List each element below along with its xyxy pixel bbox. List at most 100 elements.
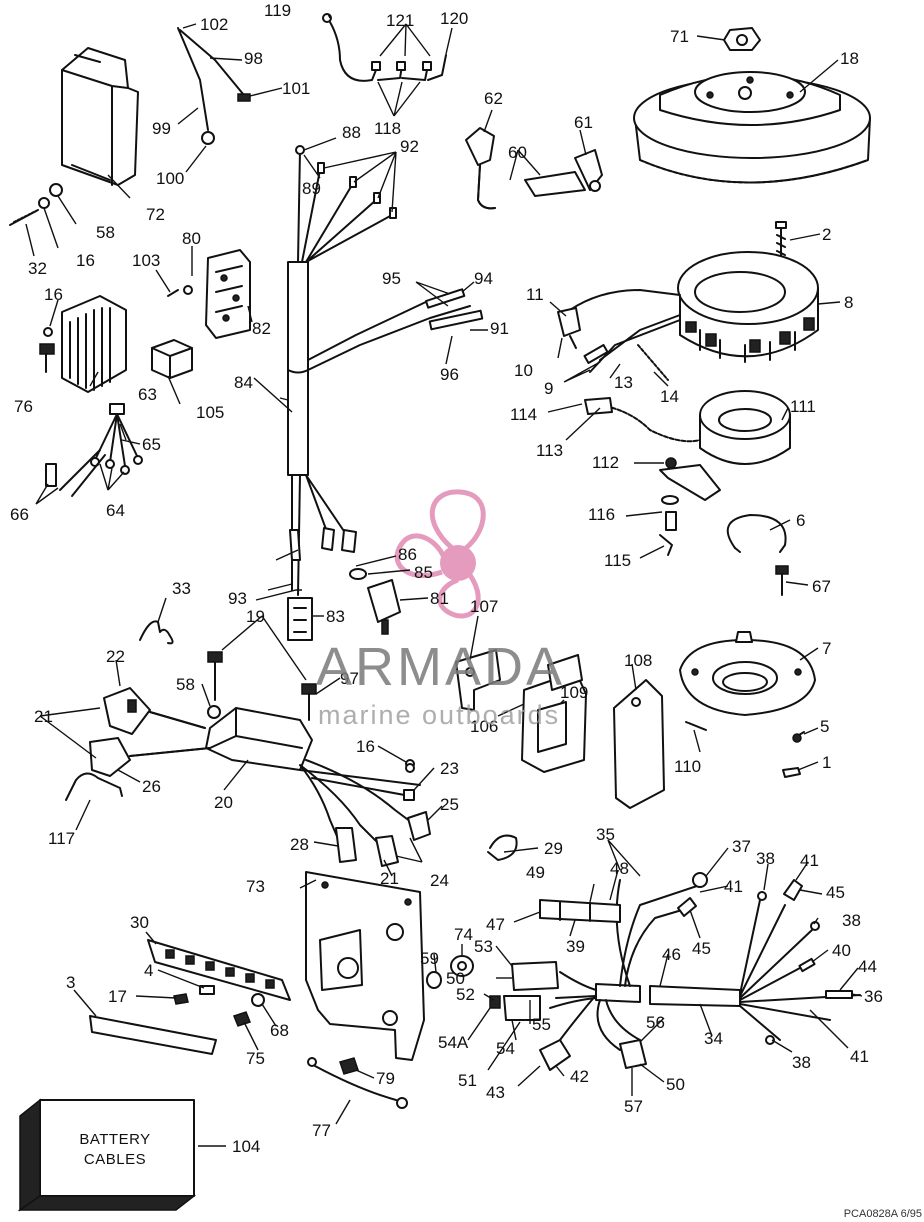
- callout-label: 24: [430, 871, 449, 890]
- callout-label: 54A: [438, 1033, 469, 1052]
- callout-label: 5: [820, 717, 829, 736]
- callout-label: 8: [844, 293, 853, 312]
- connector-83: [287, 597, 313, 641]
- module-72: [61, 47, 139, 186]
- callout-label: 109: [560, 683, 588, 702]
- callout-label: 103: [132, 251, 160, 270]
- pin-1: [782, 767, 801, 778]
- callout-label: 35: [596, 825, 615, 844]
- callout-label: 86: [398, 545, 417, 564]
- mounting-plate-73: [305, 871, 425, 1061]
- watermark-brand: ARMADA: [316, 637, 566, 697]
- clip-117: [65, 772, 123, 801]
- cap-22: [103, 687, 206, 735]
- callout-label: 62: [484, 89, 503, 108]
- callout-label: 66: [10, 505, 29, 524]
- screw-110: [685, 721, 707, 731]
- spark-plug-boot-62: [465, 127, 496, 210]
- callout-label: 85: [414, 563, 433, 582]
- callout-label: 25: [440, 795, 459, 814]
- callout-label: 80: [182, 229, 201, 248]
- callout-label: 81: [430, 589, 449, 608]
- bolt-19-a: [207, 651, 223, 701]
- callout-label: 74: [454, 925, 473, 944]
- ground-cable-77: [307, 1057, 408, 1109]
- battery-cables-box: [17, 1098, 197, 1212]
- callout-label: 58: [96, 223, 115, 242]
- callout-label: 53: [474, 937, 493, 956]
- callout-label: 112: [592, 453, 619, 472]
- callout-label: 110: [674, 757, 701, 776]
- callout-label: 88: [342, 123, 361, 142]
- callout-label: 54: [496, 1039, 515, 1058]
- callout-label: 29: [544, 839, 563, 858]
- callout-label: 72: [146, 205, 165, 224]
- callout-label: 38: [792, 1053, 811, 1072]
- callout-label: 13: [614, 373, 633, 392]
- callout-label: 91: [490, 319, 509, 338]
- callout-label: 118: [374, 119, 401, 138]
- battery-cables-label: BATTERY CABLES: [79, 1131, 151, 1168]
- watermark-propeller-icon: [394, 489, 486, 619]
- flywheel-nut: [723, 27, 761, 51]
- callout-label: 38: [756, 849, 775, 868]
- callout-label: 111: [790, 397, 816, 416]
- armature-plate: [679, 631, 816, 716]
- callout-label: 40: [832, 941, 851, 960]
- callout-label: 42: [570, 1067, 589, 1086]
- callout-label: 18: [840, 49, 859, 68]
- callout-label: 41: [724, 877, 743, 896]
- callout-label: 30: [130, 913, 149, 932]
- main-harness: [287, 145, 484, 596]
- callout-label: 16: [356, 737, 375, 756]
- callout-label: 41: [850, 1047, 869, 1066]
- callout-label: 44: [858, 957, 877, 976]
- callout-label: 75: [246, 1049, 265, 1068]
- callout-label: 73: [246, 877, 265, 896]
- rectifier-regulator: [39, 295, 143, 497]
- relay-105: [151, 339, 193, 379]
- callout-label: 45: [692, 939, 711, 958]
- stator-connector: [557, 289, 681, 373]
- callout-label: 79: [376, 1069, 395, 1088]
- callout-label: 100: [156, 169, 184, 188]
- callout-label: 38: [842, 911, 861, 930]
- callout-label: 10: [514, 361, 533, 380]
- callout-label: 89: [302, 179, 321, 198]
- flywheel: [633, 71, 871, 184]
- callout-label: 63: [138, 385, 157, 404]
- bushing-59: [426, 971, 442, 989]
- callout-label: 57: [624, 1097, 643, 1116]
- callout-label: 99: [152, 119, 171, 138]
- timer-coil: [584, 390, 791, 501]
- callout-label: 92: [400, 137, 419, 156]
- callout-label: 71: [670, 27, 689, 46]
- grommet-85: [349, 568, 367, 580]
- callout-label: 82: [252, 319, 271, 338]
- callout-label: 41: [800, 851, 819, 870]
- screw-17: [173, 993, 189, 1005]
- callout-label: 105: [196, 403, 224, 422]
- nut-16-b: [405, 763, 415, 773]
- callout-label: 19: [246, 607, 265, 626]
- callout-label: 6: [796, 511, 805, 530]
- wire-assembly-98: [177, 27, 251, 145]
- callout-label: 97: [340, 669, 359, 688]
- cover-108: [613, 679, 665, 809]
- callout-label: 115: [604, 551, 631, 570]
- screw-75: [233, 1011, 251, 1027]
- callout-label: 116: [588, 505, 615, 524]
- callout-label: 120: [440, 9, 468, 28]
- callout-label: 9: [544, 379, 553, 398]
- callout-label: 108: [624, 651, 652, 670]
- screw-32: [9, 209, 39, 226]
- spark-plug-boot-61: [524, 149, 603, 197]
- callout-label: 23: [440, 759, 459, 778]
- callout-label: 50: [446, 969, 465, 988]
- callout-label: 45: [826, 883, 845, 902]
- callout-label: 17: [108, 987, 127, 1006]
- drawing-code: PCA0828A 6/95: [843, 1208, 922, 1220]
- connector-53: [511, 961, 559, 991]
- callout-label: 26: [142, 777, 161, 796]
